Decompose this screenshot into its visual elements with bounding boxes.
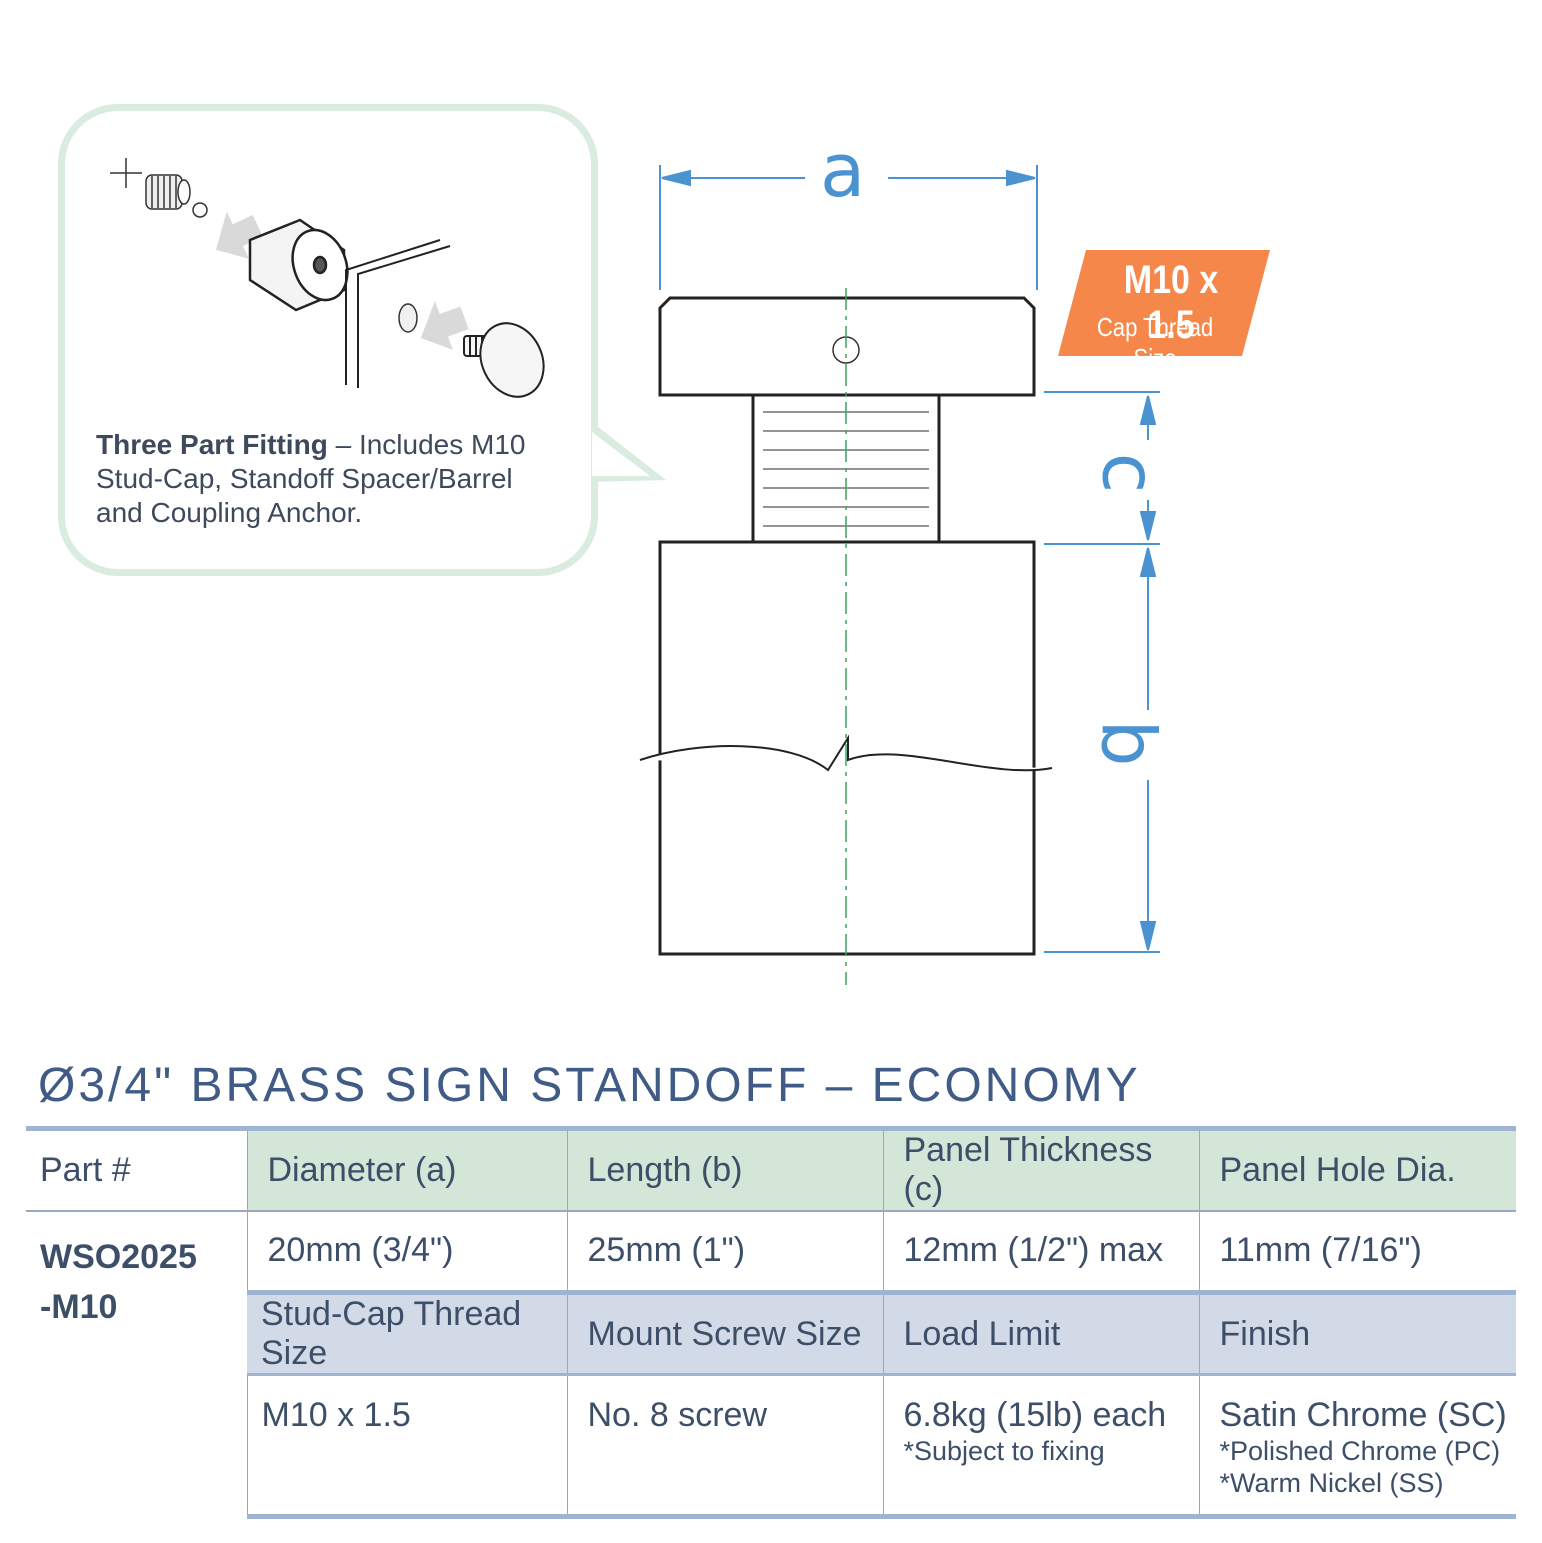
header-thread-size: Stud-Cap Thread Size [247,1290,567,1376]
header-length: Length (b) [566,1126,883,1211]
table-row: Part # Diameter (a) Length (b) Panel Thi… [26,1126,1516,1211]
value-mount-screw: No. 8 screw [566,1374,883,1519]
spec-table: Part # Diameter (a) Length (b) Panel Thi… [26,1126,1516,1519]
header-load-limit: Load Limit [882,1290,1199,1376]
assembly-illustration [110,158,545,398]
callout-text: Three Part Fitting – Includes M10 Stud-C… [96,428,556,530]
value-load-limit: 6.8kg (15lb) each [903,1396,1167,1434]
value-thread-size: M10 x 1.5 [246,1374,567,1519]
value-diameter: 20mm (3/4") [246,1209,567,1293]
header-finish: Finish [1198,1290,1516,1376]
finish-note-2: *Warm Nickel (SS) [1219,1468,1444,1498]
dimension-c-label: c [1085,452,1172,494]
value-length: 25mm (1") [566,1209,883,1293]
header-mount-screw: Mount Screw Size [566,1290,883,1376]
standoff-drawing [639,165,1160,985]
dimension-b-label: b [1084,719,1171,767]
table-row: WSO2025 -M10 20mm (3/4") 25mm (1") 12mm … [26,1209,1516,1517]
table-row: Stud-Cap Thread Size Mount Screw Size Lo… [26,1290,1516,1376]
header-panel-hole: Panel Hole Dia. [1198,1126,1516,1211]
value-finish-cell: Satin Chrome (SC) *Polished Chrome (PC) … [1198,1374,1516,1519]
part-number: WSO2025 -M10 [26,1209,247,1517]
finish-note-1: *Polished Chrome (PC) [1219,1436,1501,1466]
callout-dash: – [327,429,359,460]
badge-subtitle: Cap Thread Size [1096,312,1214,373]
value-finish: Satin Chrome (SC) [1219,1396,1507,1434]
product-title: Ø3/4" BRASS SIGN STANDOFF – ECONOMY [38,1059,1141,1112]
part-label: Part # [26,1126,247,1211]
dimension-a [659,165,1038,290]
header-panel-thickness: Panel Thickness (c) [882,1126,1199,1211]
dimension-a-label: a [820,128,866,214]
value-panel-hole: 11mm (7/16") [1198,1209,1516,1293]
part-number-line2: -M10 [40,1287,118,1326]
load-note: *Subject to fixing [903,1436,1105,1466]
badge-title: M10 x 1.5 [1123,258,1219,347]
table-row: M10 x 1.5 No. 8 screw 6.8kg (15lb) each … [26,1374,1516,1519]
part-number-line1: WSO2025 [40,1237,197,1276]
header-diameter: Diameter (a) [246,1126,567,1211]
thread-size-badge [1058,250,1270,356]
callout-pointer [592,422,666,482]
value-panel-thickness: 12mm (1/2") max [882,1209,1199,1293]
value-load-limit-cell: 6.8kg (15lb) each *Subject to fixing [882,1374,1199,1519]
callout-title: Three Part Fitting [96,429,328,460]
callout-description: Includes M10 Stud-Cap, Standoff Spacer/B… [96,429,526,528]
